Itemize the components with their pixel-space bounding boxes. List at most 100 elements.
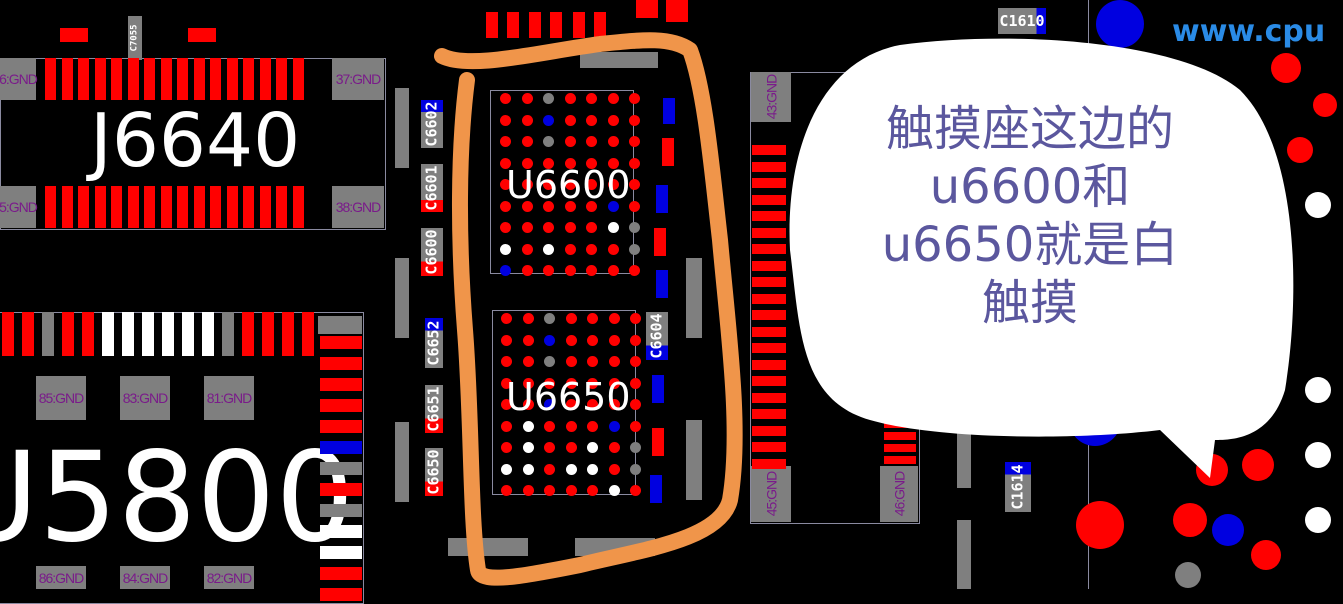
bga-ball	[607, 265, 619, 276]
bga-ball	[586, 93, 597, 104]
connector-pin	[177, 186, 188, 228]
u5800-pin	[182, 312, 194, 356]
bga-ball	[587, 485, 598, 496]
bga-ball	[521, 93, 533, 104]
bga-ball	[500, 222, 511, 233]
connector-pin	[111, 186, 122, 228]
bga-ball	[565, 420, 577, 432]
bga-ball	[501, 420, 512, 432]
pin-label: 38:GND	[332, 186, 384, 228]
bga-ball	[565, 377, 577, 389]
connector-pin	[259, 186, 271, 228]
pin-label: 6:GND	[0, 58, 38, 100]
u5800-pin	[320, 441, 362, 454]
bga-ball	[501, 485, 512, 496]
u5800-pin	[282, 312, 294, 356]
component-pad	[663, 98, 675, 124]
bga-ball	[522, 356, 534, 367]
connector-pin	[752, 392, 786, 403]
bga-ball	[565, 485, 577, 496]
connector-pin	[752, 343, 786, 353]
bga-ball	[608, 313, 620, 324]
bga-ball	[500, 157, 511, 169]
bga-ball	[630, 442, 641, 453]
connector-pin	[752, 145, 786, 155]
connector-pin	[752, 310, 786, 320]
bga-ball	[522, 463, 534, 475]
connector-pin	[752, 277, 786, 287]
bga-ball	[521, 179, 533, 190]
bga-ball	[544, 356, 555, 367]
connector-pin	[752, 194, 786, 205]
bga-ball	[564, 222, 576, 233]
bga-ball	[500, 93, 511, 104]
connector-pin	[45, 58, 56, 100]
bga-pad-circle	[1242, 449, 1274, 481]
bga-ball	[521, 243, 533, 255]
bga-ball	[586, 243, 597, 255]
gnd-pad	[395, 258, 409, 338]
bga-ball	[501, 313, 512, 324]
capacitor-c6602: C6602	[421, 100, 443, 148]
connector-pin	[243, 58, 254, 100]
bga-ball	[544, 463, 555, 475]
bga-ball	[501, 399, 512, 410]
bga-pad-circle	[1251, 540, 1281, 570]
speech-bubble	[789, 38, 1294, 478]
bga-ball	[586, 114, 597, 126]
bga-ball	[630, 420, 641, 432]
connector-pin	[884, 444, 916, 452]
connector-pin	[884, 456, 916, 464]
bga-ball	[564, 179, 576, 190]
connector-pin	[94, 186, 106, 228]
connector-pin	[144, 58, 155, 100]
pin-label: 37:GND	[332, 58, 384, 100]
connector-pin	[127, 58, 139, 100]
connector-pin	[226, 58, 238, 100]
bga-ball	[544, 399, 555, 410]
bga-ball	[565, 463, 577, 475]
connector-pin	[752, 244, 786, 254]
bga-ball	[629, 265, 640, 276]
gnd-pad	[686, 258, 702, 338]
component-pad	[594, 12, 606, 38]
watermark-url: www.cpu	[1172, 14, 1326, 49]
bga-ball	[607, 157, 619, 169]
bga-ball	[629, 93, 640, 104]
bga-ball	[521, 222, 533, 233]
pin-label: 81:GND	[204, 376, 254, 420]
connector-pin	[61, 58, 73, 100]
bga-ball	[607, 200, 619, 212]
u5800-pin	[320, 567, 362, 580]
connector-pin	[127, 186, 139, 228]
bga-ball	[586, 200, 597, 212]
bga-ball	[629, 179, 640, 190]
u5800-pin	[320, 483, 362, 496]
bga-ball	[608, 463, 620, 475]
connector-pin	[243, 186, 254, 228]
connector-pin	[193, 186, 205, 228]
bga-ball	[608, 442, 620, 453]
connector-pin	[210, 186, 221, 228]
bga-ball	[521, 114, 533, 126]
bga-pad-circle	[1271, 53, 1301, 83]
bga-ball	[543, 136, 554, 147]
j6640-label: J6640	[90, 98, 301, 184]
bga-ball	[543, 93, 554, 104]
bga-ball	[522, 420, 534, 432]
bga-ball	[607, 222, 619, 233]
pin-label: 86:GND	[36, 566, 86, 589]
component-pad	[188, 28, 216, 42]
gnd-pad	[395, 88, 409, 168]
bga-ball	[500, 114, 511, 126]
u5800-label: U5800	[0, 426, 355, 570]
bga-pad-circle	[1212, 514, 1244, 546]
bga-ball	[522, 313, 534, 324]
bga-ball	[608, 356, 620, 367]
bga-ball	[564, 114, 576, 126]
connector-pin	[177, 58, 188, 100]
u5800-pin	[262, 312, 274, 356]
component-pad	[636, 0, 658, 18]
bga-ball	[565, 334, 577, 346]
bga-ball	[586, 179, 597, 190]
